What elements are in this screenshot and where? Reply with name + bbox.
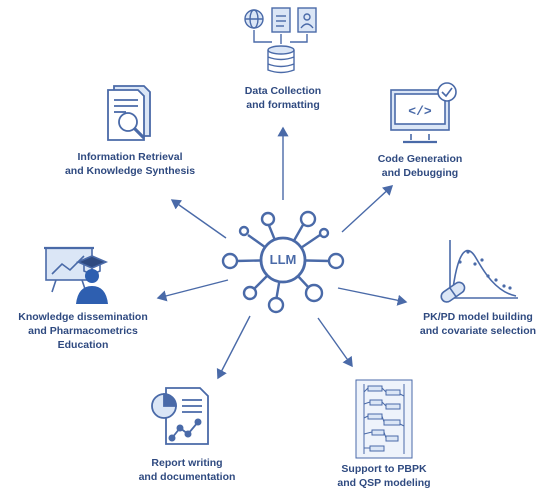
arrow-information-retrieval: [170, 199, 227, 239]
arrow-pbpk-qsp: [317, 317, 353, 368]
arrow-knowledge-dissemination: [156, 279, 229, 302]
database-collection-icon: [244, 7, 317, 74]
arrow-report-writing: [216, 315, 251, 380]
pk-curve-icon: [440, 240, 518, 303]
education-presentation-icon: [44, 246, 109, 304]
llm-network-icon: [221, 210, 345, 314]
code-monitor-icon: </>: [390, 82, 457, 144]
document-search-icon: [107, 85, 151, 141]
pbpk-diagram-icon: [355, 379, 413, 459]
arrow-code-generation: [341, 185, 394, 233]
hub-label: LLM: [269, 252, 297, 267]
report-document-icon: [151, 387, 209, 445]
arrow-pkpd-model: [337, 287, 408, 306]
svg-text:</>: </>: [408, 104, 432, 119]
